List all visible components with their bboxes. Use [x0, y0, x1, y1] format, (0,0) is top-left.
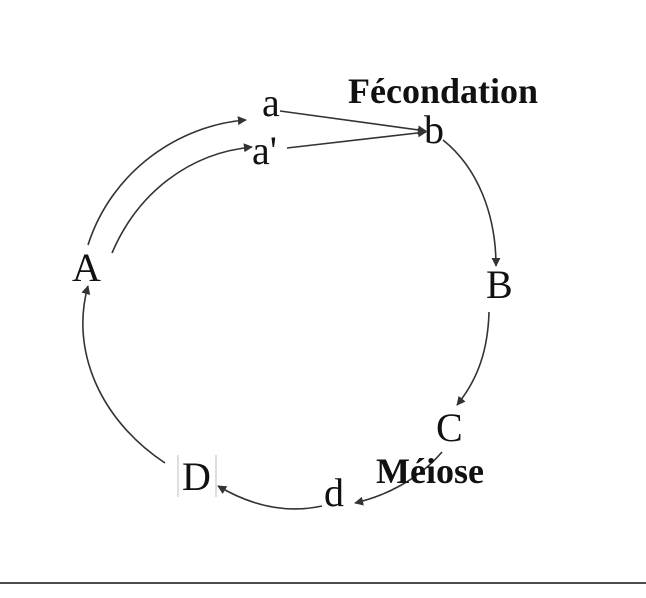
node-a-prime: a'	[252, 128, 277, 173]
node-D: D	[182, 454, 211, 499]
arrow-b-to-B	[442, 139, 501, 267]
arrow-A-to-a	[87, 116, 247, 246]
arrow-A-to-a-prime	[111, 143, 253, 254]
node-C: C	[436, 405, 463, 450]
node-d: d	[324, 470, 344, 515]
node-B: B	[486, 262, 513, 307]
arrow-a-prime-to-b	[286, 128, 427, 149]
arrow-C-to-d	[354, 451, 443, 506]
stage-meiose: Méiose	[376, 451, 484, 491]
arrow-a-to-b	[279, 110, 427, 135]
stage-fecondation: Fécondation	[348, 71, 538, 111]
node-b: b	[424, 107, 444, 152]
arrow-d-to-D	[217, 485, 323, 510]
arrow-B-to-C	[456, 311, 490, 406]
node-A: A	[72, 245, 101, 290]
node-a: a	[262, 80, 280, 125]
arrow-D-to-A	[81, 285, 166, 464]
